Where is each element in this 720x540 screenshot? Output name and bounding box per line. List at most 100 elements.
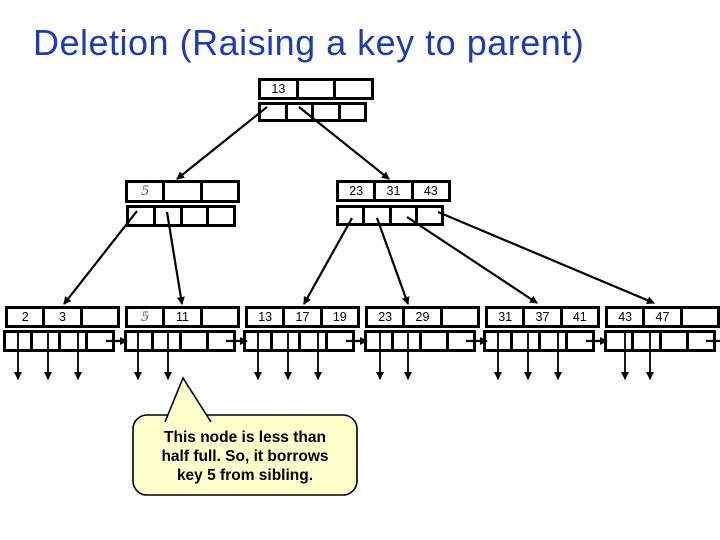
leaf-pointer-row [604,330,716,352]
root-pointer-row [258,102,367,122]
key-value: 29 [415,310,430,324]
leaf-key-row: 2 3 [5,306,120,328]
pointer-cell [179,208,207,224]
callout-line: This node is less than [164,428,326,446]
key-cell: 47 [642,309,679,325]
pointer-cell [414,208,441,223]
pointer-cell [367,333,391,349]
key-value: 43 [423,184,438,198]
key-cell: 11 [162,309,199,325]
key-cell [199,183,237,200]
pointer-cell [284,105,312,119]
key-cell: 19 [319,309,357,325]
key-value: 3 [59,310,66,324]
pointer-cell [178,333,206,349]
pointer-cell [57,333,85,349]
pointer-cell [324,333,352,349]
key-cell: 13 [248,309,282,325]
key-value: 31 [386,184,401,198]
leaf-pointer-row [483,330,595,352]
callout-tail [164,376,212,423]
pointer-cell [337,105,365,119]
edge-right-internal-to-leaf-4 [375,217,410,305]
pointer-cell [30,333,57,349]
pointer-cell [246,333,270,349]
key-value: 47 [655,310,670,324]
key-value: 13 [271,82,286,96]
key-cell: 5 [128,183,162,200]
borrowed-key-value: 5 [141,184,150,199]
leaf-key-row: 23 29 [365,306,480,328]
edge-root-to-left-internal [176,106,268,180]
pointer-cell [537,333,565,349]
leaf-key-row: 13 17 19 [245,306,360,328]
key-cell: 31 [488,309,522,325]
key-cell: 17 [282,309,319,325]
key-cell: 3 [42,309,79,325]
leaf-key-row: 43 47 [605,306,720,328]
key-cell: 23 [339,183,373,199]
edge-right-internal-to-leaf-3 [303,217,353,305]
pointer-cell [445,333,473,349]
pointer-cell [206,208,233,224]
internal-pointer-row [336,205,444,226]
leaf-key-row: 5 11 [125,306,240,328]
key-value: 23 [378,310,393,324]
leaf-key-row: 31 37 41 [485,306,600,328]
internal-key-row: 5 [125,180,240,203]
key-value: 41 [572,310,587,324]
key-cell: 43 [608,309,642,325]
pointer-cell [486,333,510,349]
pointer-cell [564,333,592,349]
edge-right-internal-to-leaf-6 [437,210,655,305]
key-cell: 2 [8,309,42,325]
pointer-cell [127,333,151,349]
key-cell: 5 [128,309,162,325]
pointer-cell [510,333,537,349]
key-cell: 37 [522,309,559,325]
pointer-cell [151,333,178,349]
key-cell [199,309,237,325]
pointer-cell [205,333,233,349]
borrowed-key-value: 5 [141,309,150,325]
key-cell [679,309,717,325]
pointer-cell [152,208,180,224]
key-cell: 43 [410,183,448,199]
key-value: 11 [176,310,189,324]
pointer-cell [261,105,285,119]
leaf-pointer-row [3,330,115,352]
pointer-cell [6,333,30,349]
key-cell [295,81,334,97]
key-cell [162,183,199,200]
pointer-cell [607,333,631,349]
pointer-cell [658,333,686,349]
key-cell [79,309,117,325]
key-value: 43 [618,310,633,324]
slide-title: Deletion (Raising a key to parent) [33,22,585,63]
key-cell: 23 [368,309,402,325]
internal-pointer-row [126,205,236,227]
pointer-cell [270,333,297,349]
pointer-cell [339,208,362,223]
callout-line: key 5 from sibling. [176,466,314,484]
key-value: 17 [295,310,310,324]
leaf-pointer-row [243,330,355,352]
callout-line: half full. So, it borrows [161,447,329,465]
pointer-cell [388,208,415,223]
key-cell [333,81,371,97]
pointer-cell [362,208,388,223]
pointer-cell [311,105,338,119]
leaf-pointer-row [364,330,476,352]
leaf-pointer-row [124,330,236,352]
edge-right-internal-to-leaf-5 [406,216,538,304]
key-cell: 41 [559,309,597,325]
pointer-cell [84,333,112,349]
pointer-cell [685,333,713,349]
key-value: 23 [349,184,364,198]
key-value: 2 [21,310,29,324]
key-cell: 13 [261,81,296,97]
key-value: 31 [498,310,513,324]
key-value: 37 [535,310,550,324]
internal-key-row: 23 31 43 [336,180,451,202]
